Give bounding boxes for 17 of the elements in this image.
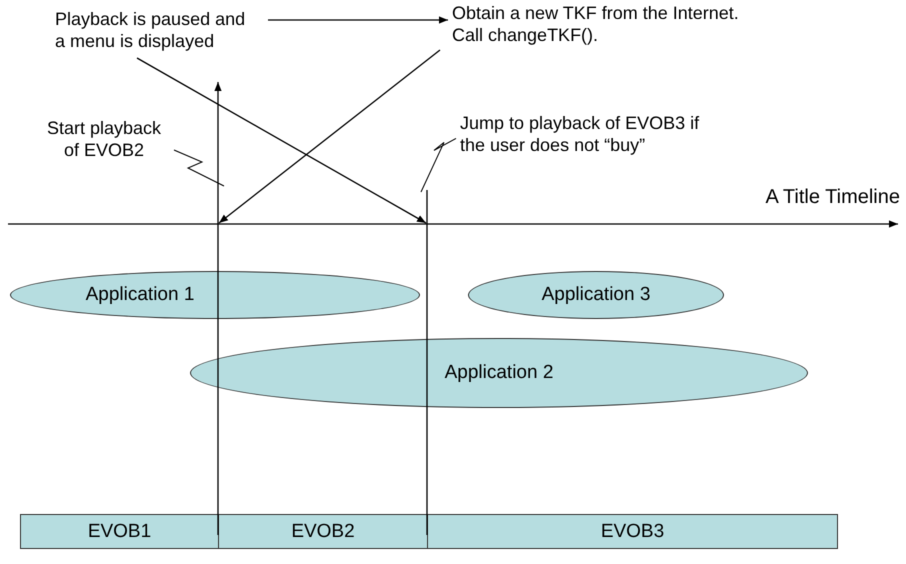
marker-line — [212, 82, 224, 535]
application-label: Application 1 — [86, 284, 194, 306]
leader-line — [174, 150, 224, 186]
application-label: Application 2 — [444, 362, 554, 384]
arrow — [268, 16, 448, 24]
evob-segment: EVOB3 — [427, 514, 838, 549]
callout-text: Jump to playback of EVOB3 if the user does not “buy” — [460, 112, 700, 156]
callout-text: Start playback of EVOB2 — [38, 117, 170, 161]
callout-text: Playback is paused and a menu is displayed — [55, 8, 260, 52]
arrow — [136, 57, 426, 224]
axis-label: A Title Timeline — [765, 186, 900, 209]
evob-segment: EVOB2 — [218, 514, 428, 549]
application-label: Application 3 — [542, 284, 650, 306]
leader-line — [420, 138, 456, 192]
evob-segment: EVOB1 — [20, 514, 219, 549]
callout-text: Obtain a new TKF from the Internet. Call changeTKF(). — [452, 2, 762, 46]
arrow — [218, 49, 440, 224]
